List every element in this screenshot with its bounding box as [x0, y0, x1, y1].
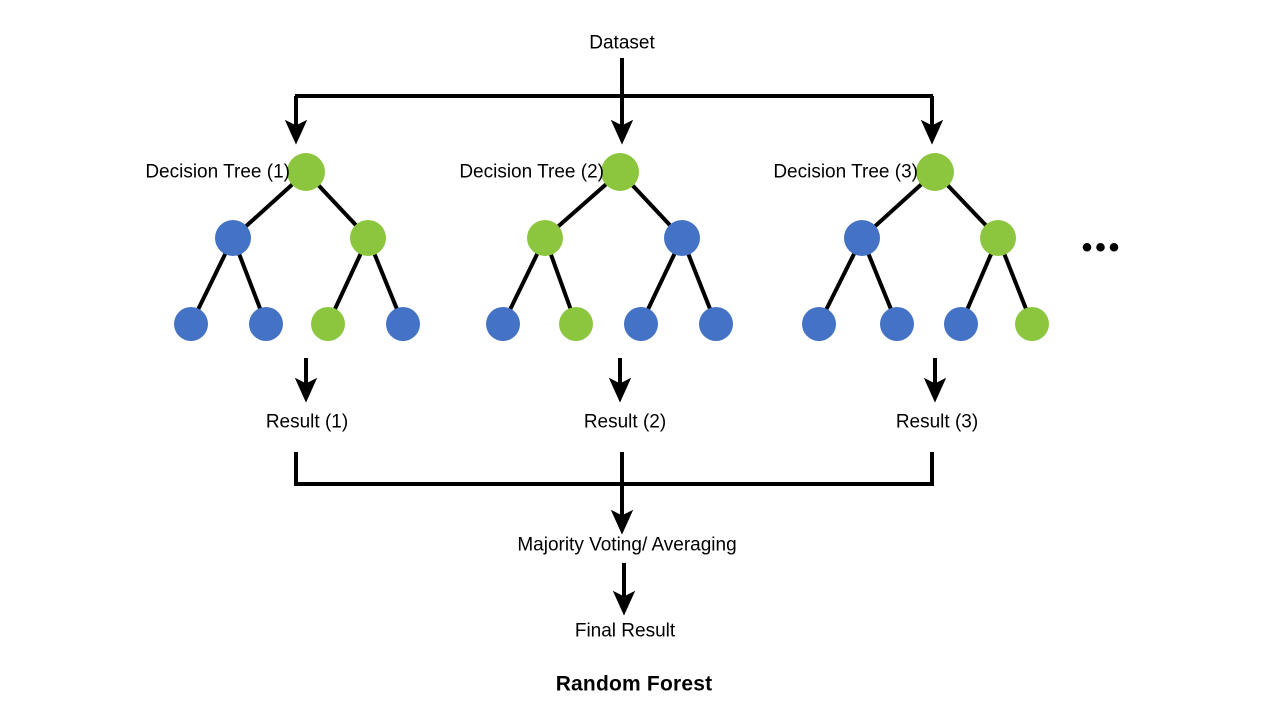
result-1-label: Result (1)	[265, 411, 349, 433]
tree-node-green	[350, 220, 386, 256]
result-2-label: Result (2)	[583, 411, 667, 433]
tree-node-blue	[699, 307, 733, 341]
decision-tree-1-graph	[174, 153, 420, 403]
tree-node-blue	[215, 220, 251, 256]
aggregation-label: Majority Voting/ Averaging	[517, 534, 737, 556]
tree-node-blue	[386, 307, 420, 341]
tree-node-green	[601, 153, 639, 191]
tree-node-green	[980, 220, 1016, 256]
tree-node-green	[527, 220, 563, 256]
tree-node-blue	[844, 220, 880, 256]
tree-node-blue	[802, 307, 836, 341]
tree-node-green	[287, 153, 325, 191]
more-trees-ellipsis: •••	[1081, 231, 1123, 264]
tree-node-blue	[624, 307, 658, 341]
tree-node-green	[916, 153, 954, 191]
decision-tree-2-label: Decision Tree (2)	[459, 161, 604, 183]
results-merge-connector	[294, 452, 934, 535]
decision-tree-2-graph	[486, 153, 733, 403]
tree-node-green	[559, 307, 593, 341]
decision-tree-3-graph	[802, 153, 1049, 403]
tree-node-blue	[944, 307, 978, 341]
tree-node-blue	[486, 307, 520, 341]
dataset-label: Dataset	[589, 32, 655, 54]
final-result-label: Final Result	[574, 620, 676, 642]
diagram-title: Random Forest	[555, 672, 713, 696]
result-3-label: Result (3)	[895, 411, 979, 433]
tree-node-green	[311, 307, 345, 341]
tree-node-blue	[664, 220, 700, 256]
decision-tree-1-label: Decision Tree (1)	[145, 161, 290, 183]
decision-tree-3-label: Decision Tree (3)	[773, 161, 918, 183]
dataset-distribution-connector	[284, 58, 944, 145]
tree-node-green	[1015, 307, 1049, 341]
tree-node-blue	[174, 307, 208, 341]
tree-node-blue	[249, 307, 283, 341]
tree-node-blue	[880, 307, 914, 341]
